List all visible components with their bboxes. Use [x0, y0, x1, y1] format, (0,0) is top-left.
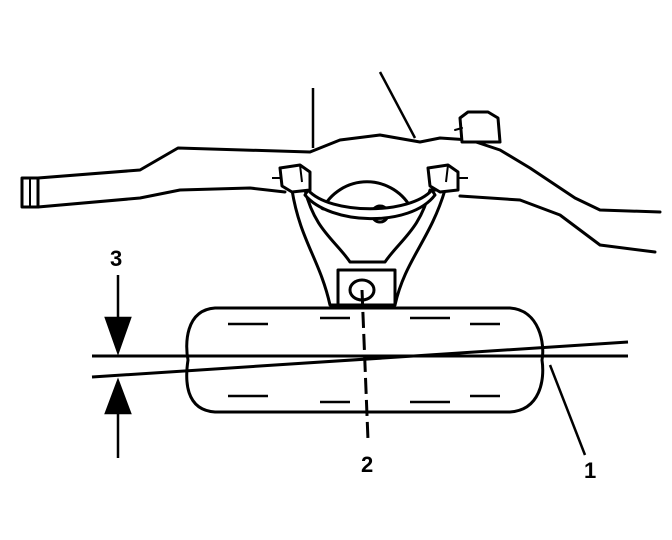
axle-lower-contour-right: [458, 194, 657, 254]
right-bolt-clamp: [426, 163, 460, 194]
left-bolt-detail: [272, 164, 303, 183]
vertical-centerline: [360, 289, 370, 441]
callout-3-label: 3: [110, 246, 122, 271]
axle-frame: [20, 110, 662, 254]
differential-cover: [320, 180, 414, 211]
axle-upper-contour: [36, 133, 662, 214]
callout-2-label: 2: [361, 452, 373, 477]
axle-lower-contour: [36, 186, 287, 209]
saddle-cradle: [303, 188, 437, 221]
lower-arrowhead: [104, 377, 132, 415]
dimension-arrows: [104, 275, 132, 458]
callout-1-label: 1: [584, 458, 596, 483]
leaf-spring-tread-marks: [228, 316, 500, 404]
reference-lines: [91, 340, 629, 379]
angled-reference-line: [91, 340, 629, 379]
top-leader-line-right: [378, 71, 417, 139]
axle-cap-detail: [454, 127, 463, 131]
spring-saddle: [272, 163, 468, 307]
upper-arrowhead: [104, 316, 132, 356]
left-bolt-clamp: [278, 163, 312, 194]
axle-cap: [458, 110, 502, 144]
right-bolt-detail: [445, 164, 468, 183]
callout-1-leader: [548, 364, 587, 456]
top-leader-lines: [311, 71, 417, 148]
